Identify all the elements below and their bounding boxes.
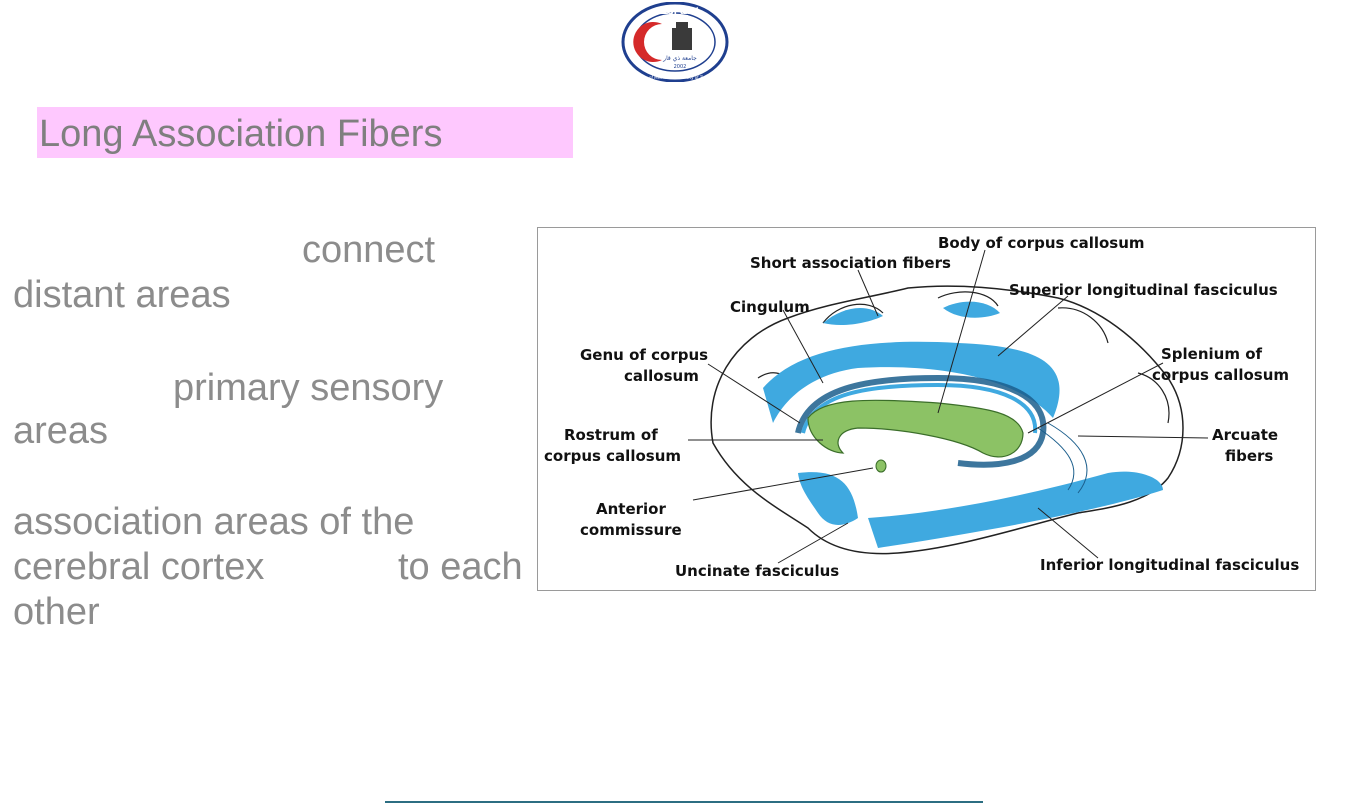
logo-arabic-text: كلية الطب: [652, 7, 699, 17]
label-splenium-line2: corpus callosum: [1152, 366, 1289, 384]
brain-diagram: Body of corpus callosum Short associatio…: [544, 234, 1299, 580]
label-genu-line2: callosum: [624, 367, 699, 385]
short-association-fibers-shape: [823, 307, 883, 326]
inferior-longitudinal-fasciculus-shape: [868, 471, 1163, 548]
label-genu-line1: Genu of corpus: [580, 346, 708, 364]
corpus-callosum-shape: [807, 399, 1024, 458]
body-text-line: other: [13, 591, 100, 633]
uncinate-fasciculus-shape: [798, 472, 858, 525]
label-anterior-commissure-line2: commissure: [580, 521, 682, 539]
label-splenium-line1: Splenium of: [1161, 345, 1263, 363]
logo-university-text: جامعة ذي قار: [662, 55, 697, 62]
footer-divider: [385, 801, 983, 803]
logo-year: 2002: [674, 64, 687, 70]
college-logo: كلية الطب جامعة ذي قار 2002 College of M…: [620, 1, 730, 83]
label-uncinate-fasciculus: Uncinate fasciculus: [675, 562, 839, 580]
gyri-lines: [757, 291, 1170, 424]
body-text-line: distant areas: [13, 274, 231, 316]
arcuate-fiber-lines: [1037, 422, 1088, 494]
label-body-corpus-callosum: Body of corpus callosum: [938, 234, 1145, 252]
logo-english-text: College of Medicine University of Thi - …: [633, 75, 718, 80]
body-text-line: connect: [302, 229, 436, 271]
label-cingulum: Cingulum: [730, 298, 810, 316]
cingulum-fibers: [795, 374, 1047, 468]
body-text-line: areas: [13, 410, 109, 452]
label-inferior-longitudinal-fasciculus: Inferior longitudinal fasciculus: [1040, 556, 1299, 574]
body-text-line: to each: [398, 546, 523, 588]
label-arcuate-line1: Arcuate: [1212, 426, 1278, 444]
body-text-line: primary sensory: [173, 367, 444, 409]
label-rostrum-line2: corpus callosum: [544, 447, 681, 465]
cingulum-fibers-inner: [801, 382, 1038, 434]
short-association-fibers-shape-2: [943, 301, 1000, 318]
label-superior-longitudinal-fasciculus: Superior longitudinal fasciculus: [1009, 281, 1278, 299]
body-text-line: association areas of the: [13, 501, 415, 543]
brain-fibers-figure: Body of corpus callosum Short associatio…: [537, 227, 1316, 591]
label-anterior-commissure-line1: Anterior: [596, 500, 666, 518]
slide-title: Long Association Fibers: [39, 113, 443, 155]
label-short-association-fibers: Short association fibers: [750, 254, 951, 272]
anterior-commissure-shape: [875, 459, 887, 473]
body-text-line: cerebral cortex: [13, 546, 265, 588]
leader-lines: [688, 249, 1209, 564]
label-arcuate-line2: fibers: [1225, 447, 1273, 465]
superior-longitudinal-fasciculus-shape: [763, 341, 1060, 423]
slide-title-box: Long Association Fibers: [37, 107, 573, 158]
label-rostrum-line1: Rostrum of: [564, 426, 658, 444]
